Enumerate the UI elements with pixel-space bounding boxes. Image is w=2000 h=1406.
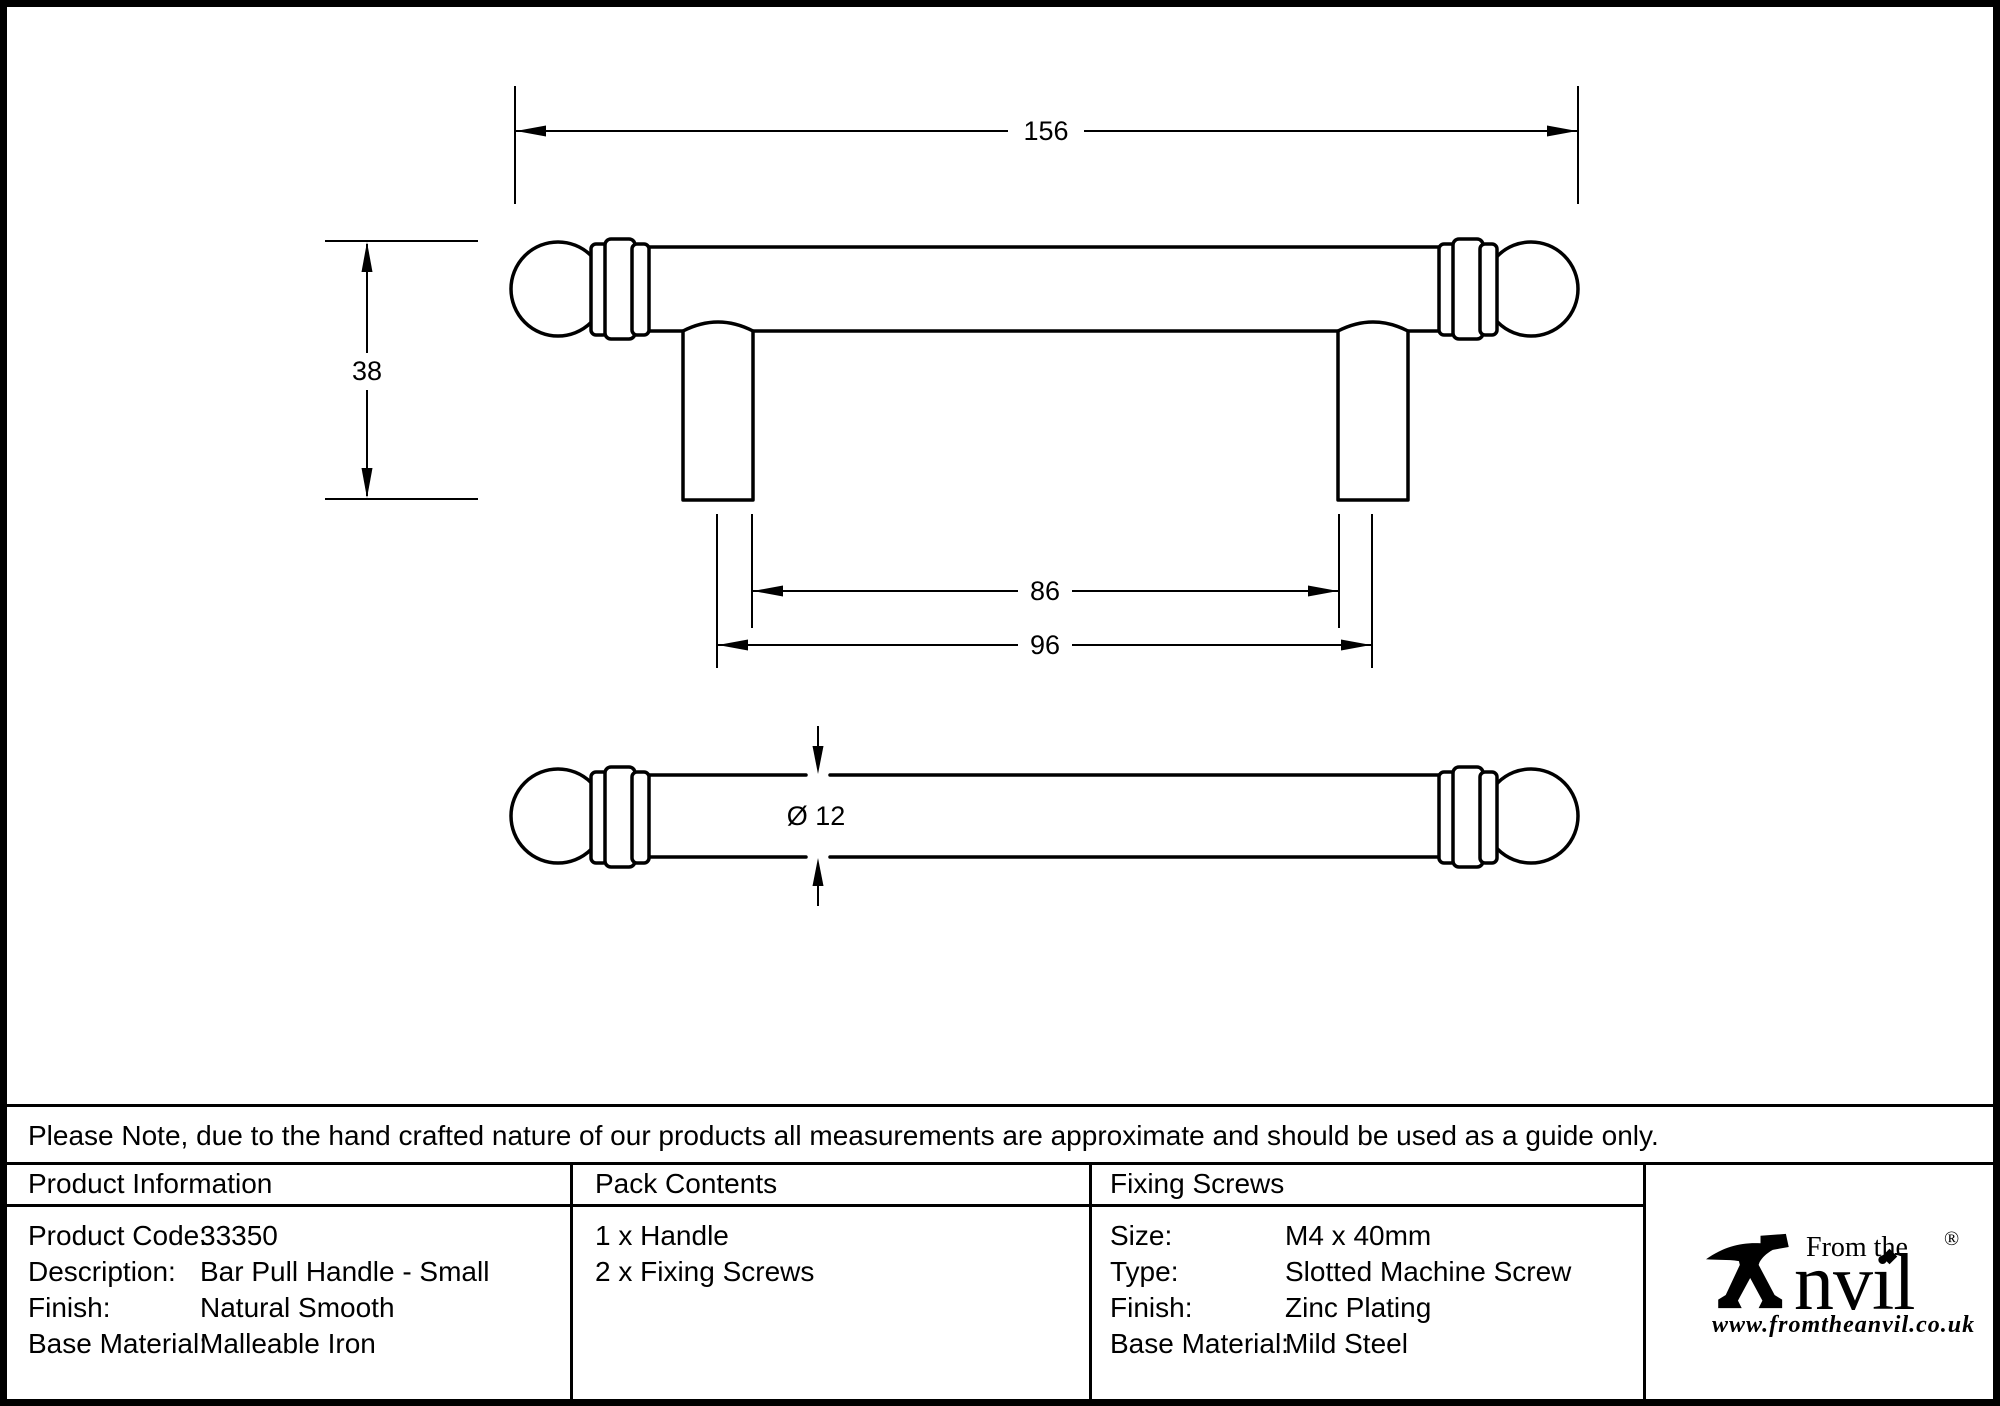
- header-row-bottom-border: [7, 1204, 1646, 1207]
- product-info-labels: Product Code: Description: Finish: Base …: [28, 1218, 207, 1362]
- dim-label-38: 38: [352, 356, 382, 386]
- dim-label-156: 156: [1023, 116, 1068, 146]
- screw-type-value: Slotted Machine Screw: [1285, 1256, 1572, 1287]
- side-left-collar: [589, 765, 651, 869]
- col-divider-1: [570, 1162, 573, 1399]
- col-divider-3: [1643, 1162, 1646, 1399]
- pack-contents-header: Pack Contents: [595, 1168, 778, 1199]
- pack-item: 2 x Fixing Screws: [595, 1256, 815, 1287]
- side-view: [509, 765, 1580, 869]
- fixing-screws-header: Fixing Screws: [1110, 1168, 1285, 1199]
- dim-label-96: 96: [1030, 630, 1060, 660]
- fixing-screws-values: M4 x 40mm Slotted Machine Screw Zinc Pla…: [1285, 1218, 1571, 1362]
- front-right-collar: [1437, 237, 1499, 341]
- screw-size-label: Size:: [1110, 1220, 1173, 1251]
- dimension-projection: [325, 240, 478, 500]
- product-info-header: Product Information: [28, 1168, 273, 1199]
- brand-logo: From the nvil ® www.fromtheanvil.co.uk: [1646, 1207, 1992, 1398]
- note-row-top-border: [7, 1104, 1993, 1107]
- dim-label-86: 86: [1030, 576, 1060, 606]
- screw-finish-label: Finish:: [1110, 1292, 1193, 1323]
- header-row-top-border: [7, 1162, 1993, 1165]
- anvil-icon: [1706, 1233, 1789, 1309]
- col-divider-2: [1089, 1162, 1092, 1399]
- description-value: Bar Pull Handle - Small: [200, 1256, 490, 1287]
- product-info-values: 33350 Bar Pull Handle - Small Natural Sm…: [200, 1218, 489, 1362]
- screw-type-label: Type:: [1110, 1256, 1179, 1287]
- screw-base-material-value: Mild Steel: [1285, 1328, 1408, 1359]
- dim-label-diameter: Ø 12: [787, 801, 846, 831]
- finish-label: Finish:: [28, 1292, 111, 1323]
- front-left-collar: [589, 237, 651, 341]
- product-code-value: 33350: [200, 1220, 278, 1251]
- front-bar-bottom-edge: [647, 320, 1441, 333]
- front-right-post: [1336, 329, 1410, 502]
- fixing-screws-labels: Size: Type: Finish: Base Material:: [1110, 1218, 1289, 1362]
- screw-finish-value: Zinc Plating: [1285, 1292, 1432, 1323]
- measurements-note: Please Note, due to the hand crafted nat…: [28, 1120, 1659, 1151]
- dimension-fixing-centres: [716, 514, 1373, 668]
- base-material-value: Malleable Iron: [200, 1328, 376, 1359]
- registered-trademark-icon: ®: [1944, 1228, 1960, 1250]
- front-left-post: [681, 329, 755, 502]
- logo-website: www.fromtheanvil.co.uk: [1712, 1312, 1976, 1338]
- base-material-label: Base Material:: [28, 1328, 207, 1359]
- pack-item: 1 x Handle: [595, 1220, 729, 1251]
- front-view: [509, 237, 1580, 502]
- screw-base-material-label: Base Material:: [1110, 1328, 1289, 1359]
- side-right-collar: [1437, 765, 1499, 869]
- pack-contents-list: 1 x Handle 2 x Fixing Screws: [595, 1218, 814, 1290]
- dimension-diameter: [812, 726, 824, 906]
- description-label: Description:: [28, 1256, 176, 1287]
- screw-size-value: M4 x 40mm: [1285, 1220, 1432, 1251]
- technical-drawing: 156 38 86 96: [325, 86, 1580, 906]
- finish-value: Natural Smooth: [200, 1292, 395, 1323]
- product-code-label: Product Code:: [28, 1220, 207, 1251]
- dimension-overall-length: [514, 86, 1579, 204]
- dimension-fixing-inner: [751, 514, 1340, 628]
